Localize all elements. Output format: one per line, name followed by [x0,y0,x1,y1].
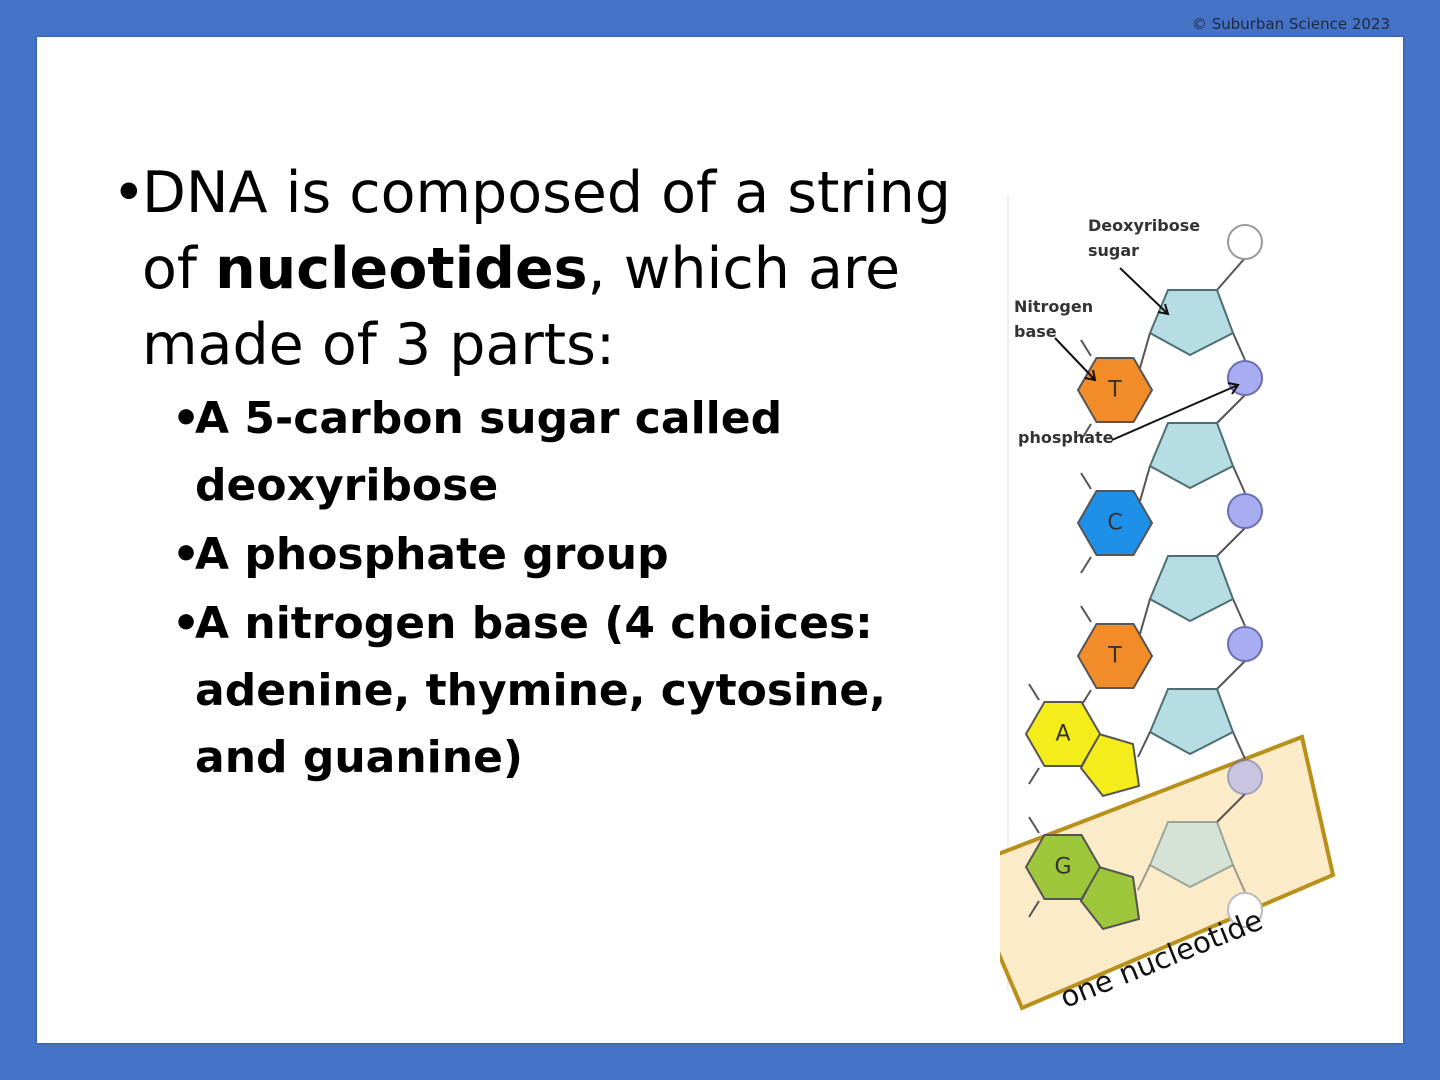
nitrogen-base-T [1076,623,1154,689]
nitrogen-base-A [1024,701,1102,767]
backbone-bond [1232,465,1246,494]
backbone-bond [1216,257,1246,291]
base-letter: A [1055,722,1070,747]
deoxyribose-sugar [1148,422,1235,490]
sub-bullet-base: •A nitrogen base (4 choices: adenine, th… [172,590,952,791]
bullet-marker: • [172,598,201,649]
base-letter: T [1107,378,1122,403]
dna-chain: T C T A G [1024,224,1263,931]
backbone-bond [1232,598,1246,627]
main-bullet: •DNA is composed of a string of nucleoti… [112,155,952,383]
phosphate-group [1227,360,1263,396]
strand-stub [1028,816,1040,834]
backbone-bond [1232,864,1246,893]
label-deoxyribose: Deoxyribose [1088,216,1200,235]
label-sugar: sugar [1088,241,1139,260]
base-letter: T [1107,644,1122,669]
label-arrows [1054,267,1240,441]
label-phosphate: phosphate [1018,428,1114,447]
backbone-bond [1216,394,1246,424]
sugar-base-bond [1139,465,1151,502]
strand-stub [1080,472,1092,490]
arrow-to-phosphate [1111,384,1239,441]
slide-content: •DNA is composed of a string of nucleoti… [112,155,952,791]
deoxyribose-sugar [1148,289,1235,357]
arrow-to-base [1054,337,1096,381]
main-bullet-bold: nucleotides [215,236,588,302]
sugar-base-bond [1139,332,1151,369]
main-bullet-text-start: DNA is composed of a string of [142,160,951,302]
backbone-bond [1216,527,1246,557]
sub-bullet-text: A 5-carbon sugar called deoxyribose [195,393,783,511]
nitrogen-base-C [1076,490,1154,556]
main-bullet-text-end: , which are made of 3 parts: [142,236,901,378]
bullet-marker: • [172,529,201,580]
dna-nucleotide-diagram: T C T A G Deoxyribose sugar Nitrogen base ph… [1000,195,1336,1015]
label-base: base [1014,322,1057,341]
bullet-marker: • [112,160,146,226]
phosphate-group [1227,759,1263,795]
phosphate-group [1227,493,1263,529]
sub-bullet-text: A nitrogen base (4 choices: adenine, thy… [195,598,886,783]
backbone-bond [1216,793,1246,823]
strand-stub [1028,767,1040,785]
sub-bullet-sugar: •A 5-carbon sugar called deoxyribose [172,385,952,519]
backbone-bond [1232,731,1246,760]
sub-bullet-phosphate: •A phosphate group [172,521,952,588]
bullet-marker: • [172,393,201,444]
strand-stub [1080,605,1092,623]
strand-stub [1080,423,1092,441]
base-letter: C [1107,511,1122,536]
strand-stub [1028,683,1040,701]
deoxyribose-sugar [1148,555,1235,623]
backbone-bond [1232,332,1246,361]
arrow-to-sugar [1119,267,1169,315]
sub-bullet-text: A phosphate group [195,529,669,580]
deoxyribose-sugar [1148,821,1235,889]
open-phosphate-icon [1227,224,1263,260]
nitrogen-base-G [1024,834,1102,900]
strand-stub [1028,900,1040,918]
strand-stub [1080,339,1092,357]
sugar-base-bond [1139,598,1151,635]
strand-stub [1080,556,1092,574]
sugar-base-bond [1137,864,1151,891]
label-nitrogen: Nitrogen [1014,297,1093,316]
nitrogen-base-T [1076,357,1154,423]
base-letter: G [1054,855,1071,880]
backbone-bond [1216,660,1246,690]
copyright-notice: © Suburban Science 2023 [1191,15,1390,33]
sugar-base-bond [1137,731,1151,758]
open-phosphate-icon [1227,892,1263,928]
phosphate-group [1227,626,1263,662]
deoxyribose-sugar [1148,688,1235,756]
